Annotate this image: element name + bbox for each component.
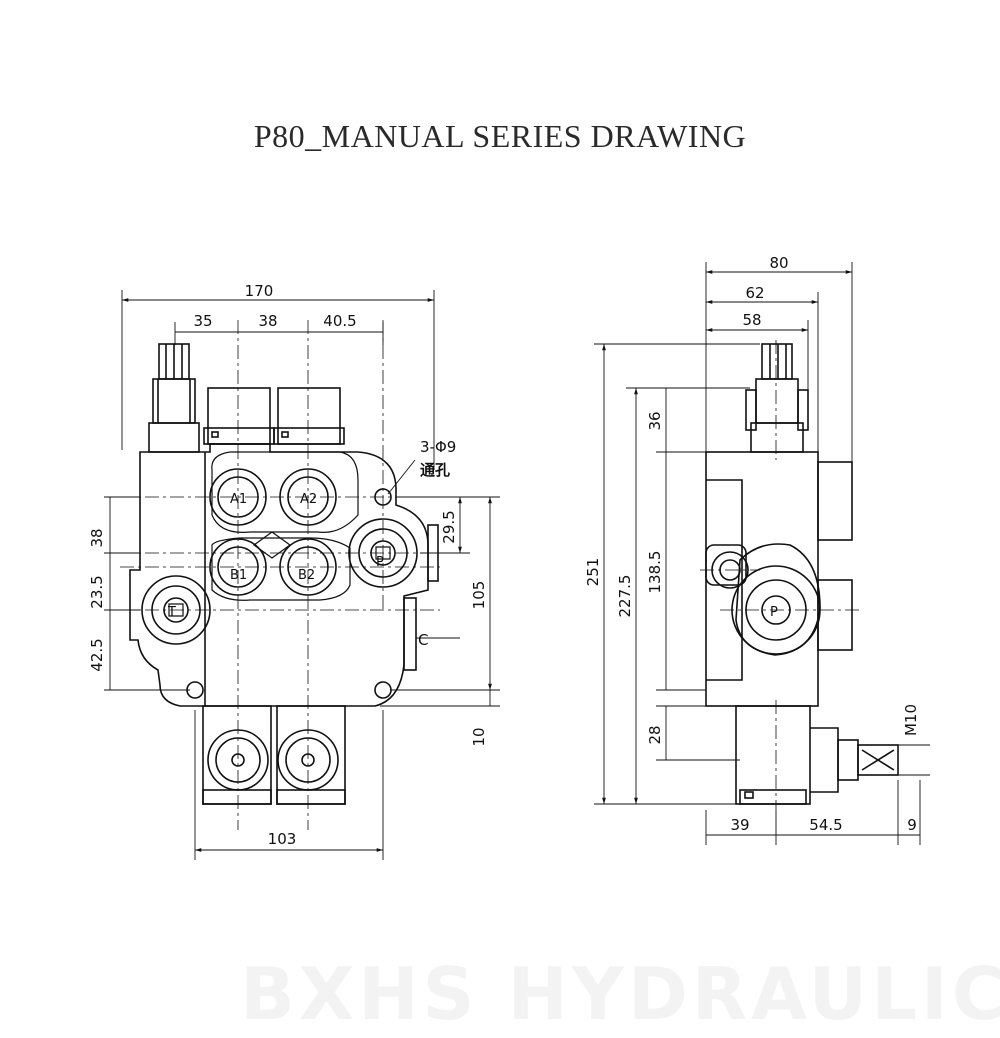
port-island xyxy=(211,451,359,533)
page-title: P80_MANUAL SERIES DRAWING xyxy=(253,118,747,154)
t-port xyxy=(141,575,211,645)
dim-10: 10 xyxy=(470,727,488,746)
dim-251: 251 xyxy=(584,558,602,587)
port-b1: B1 xyxy=(230,568,247,583)
hole-note-cn: 通孔 xyxy=(420,461,450,479)
side-dimension-labels: 80 62 58 251 227.5 138.5 36 28 39 54.5 9… xyxy=(584,254,920,834)
dim-36: 36 xyxy=(646,411,664,430)
dim-62: 62 xyxy=(745,284,764,302)
dim-42-5: 42.5 xyxy=(88,638,106,671)
dim-m10: M10 xyxy=(902,704,920,736)
dim-38: 38 xyxy=(258,312,277,330)
port-c: C xyxy=(418,631,428,649)
bottom-caps xyxy=(202,705,346,805)
side-dimensions xyxy=(594,262,930,845)
dim-138-5: 138.5 xyxy=(646,551,664,594)
valve-body xyxy=(129,443,429,707)
watermark: BXHS HYDRAULIC xyxy=(240,952,1000,1036)
port-p-front: P xyxy=(376,555,384,570)
dim-35: 35 xyxy=(193,312,212,330)
work-ports xyxy=(209,468,337,596)
port-p-side: P xyxy=(770,605,778,620)
dim-170: 170 xyxy=(245,282,274,300)
c-port-plate xyxy=(403,597,417,671)
dim-54-5: 54.5 xyxy=(809,816,842,834)
dim-28: 28 xyxy=(646,725,664,744)
dim-23-5: 23.5 xyxy=(88,575,106,608)
p-port xyxy=(348,518,418,588)
center-lines xyxy=(120,320,480,830)
dim-105: 105 xyxy=(470,581,488,610)
lever-stem xyxy=(148,343,200,453)
port-b2: B2 xyxy=(298,568,315,583)
dim-39: 39 xyxy=(730,816,749,834)
dim-29-5: 29.5 xyxy=(440,510,458,543)
port-t: T xyxy=(167,605,176,620)
port-a2: A2 xyxy=(300,492,317,507)
dim-58: 58 xyxy=(742,311,761,329)
front-dimensions xyxy=(104,290,500,860)
side-view xyxy=(700,340,899,810)
hole-note: 3-Φ9 xyxy=(420,438,456,456)
dim-9: 9 xyxy=(907,816,917,834)
port-a1: A1 xyxy=(230,492,247,507)
dim-80: 80 xyxy=(769,254,788,272)
dim-227-5: 227.5 xyxy=(616,575,634,618)
top-handles xyxy=(203,387,345,445)
dim-38-left: 38 xyxy=(88,528,106,547)
dim-40-5: 40.5 xyxy=(323,312,356,330)
side-body xyxy=(705,451,819,707)
front-view xyxy=(120,320,480,830)
front-dimension-labels: 170 35 38 40.5 103 38 23.5 42.5 29.5 105… xyxy=(88,282,488,848)
dim-103: 103 xyxy=(268,830,297,848)
